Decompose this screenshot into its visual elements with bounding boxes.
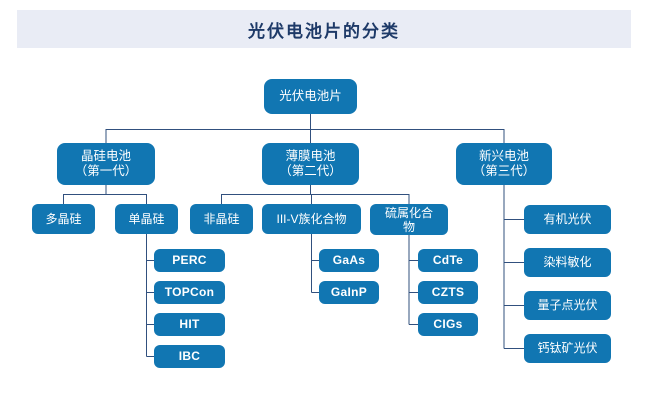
node-label: 多晶硅 (45, 211, 82, 226)
node-crystalline-silicon-gen1: 晶硅电池 （第一代） (57, 143, 155, 185)
node-monocrystalline-silicon: 单晶硅 (115, 204, 178, 234)
node-czts: CZTS (418, 281, 478, 304)
page-title: 光伏电池片的分类 (248, 21, 400, 41)
node-quantum-dot-pv: 量子点光伏 (524, 291, 611, 320)
node-label: 量子点光伏 (537, 298, 598, 312)
node-label: 有机光伏 (543, 212, 592, 226)
node-label: CdTe (432, 253, 464, 267)
node-label: GaAs (332, 253, 366, 267)
node-sublabel: （第一代） (74, 164, 138, 178)
node-root: 光伏电池片 (264, 79, 357, 114)
node-label: III-V族化合物 (276, 211, 347, 226)
node-label: 单晶硅 (128, 211, 165, 226)
node-ibc: IBC (154, 345, 225, 368)
node-label: 薄膜电池 (285, 149, 336, 163)
node-label: 非晶硅 (203, 211, 240, 226)
node-label: 晶硅电池 (80, 149, 131, 163)
node-label: IBC (178, 349, 201, 363)
node-label: CZTS (431, 285, 465, 299)
node-label: PERC (172, 253, 207, 267)
node-topcon: TOPCon (154, 281, 225, 304)
node-amorphous-silicon: 非晶硅 (190, 204, 253, 234)
node-sublabel: （第二代） (279, 164, 342, 178)
node-emerging-gen3: 新兴电池 （第三代） (456, 143, 552, 185)
node-thin-film-gen2: 薄膜电池 （第二代） (262, 143, 359, 185)
node-root-label: 光伏电池片 (279, 89, 342, 103)
node-label: 染料敏化 (543, 255, 592, 269)
node-label: TOPCon (164, 285, 215, 299)
node-gaas: GaAs (319, 249, 379, 272)
node-label: HIT (179, 317, 200, 331)
node-dye-sensitized: 染料敏化 (524, 248, 611, 277)
node-perovskite-pv: 钙钛矿光伏 (524, 334, 611, 363)
node-cdte: CdTe (418, 249, 478, 272)
node-perc: PERC (154, 249, 225, 272)
node-chalcogenide-compound: 硫属化合物 (370, 204, 448, 235)
node-gainp: GaInP (319, 281, 379, 304)
node-label: CIGs (433, 317, 463, 331)
node-cigs: CIGs (418, 313, 478, 336)
node-label: 新兴电池 (478, 149, 529, 163)
node-hit: HIT (154, 313, 225, 336)
node-label: 硫属化合物 (384, 205, 433, 234)
node-label: 钙钛矿光伏 (537, 341, 598, 355)
node-label: GaInP (330, 285, 368, 299)
node-sublabel: （第三代） (472, 164, 536, 178)
title-bar: 光伏电池片的分类 (17, 10, 631, 48)
node-iii-v-compound: III-V族化合物 (262, 204, 361, 234)
node-polycrystalline-silicon: 多晶硅 (32, 204, 95, 234)
node-organic-pv: 有机光伏 (524, 205, 611, 234)
